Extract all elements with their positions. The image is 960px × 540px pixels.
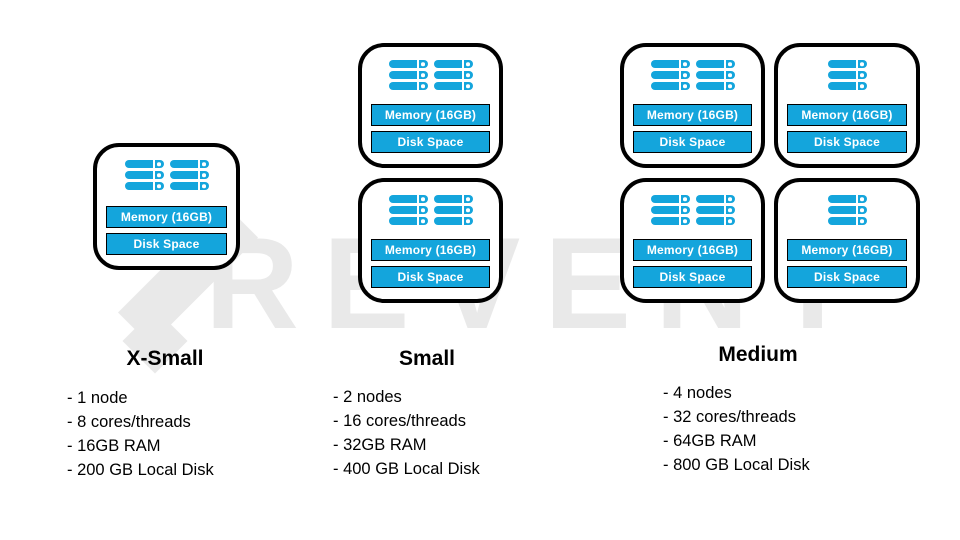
memory-bar: Memory (16GB) <box>787 239 907 261</box>
spec-line: - 16 cores/threads <box>333 412 466 430</box>
server-stack-icon <box>650 195 690 225</box>
spec-line: - 400 GB Local Disk <box>333 460 480 478</box>
server-stack-icon <box>695 195 735 225</box>
node-box-medium-2: Memory (16GB) Disk Space <box>774 43 920 168</box>
spec-line: - 32GB RAM <box>333 436 427 454</box>
node-box-medium-4: Memory (16GB) Disk Space <box>774 178 920 303</box>
server-stack-icon <box>433 60 473 90</box>
disk-space-bar: Disk Space <box>106 233 227 255</box>
server-stack-icon <box>433 195 473 225</box>
spec-line: - 32 cores/threads <box>663 408 796 426</box>
spec-line: - 2 nodes <box>333 388 402 406</box>
disk-space-bar: Disk Space <box>787 266 907 288</box>
spec-list-small: - 2 nodes - 16 cores/threads - 32GB RAM … <box>333 385 480 481</box>
group-title-xsmall: X-Small <box>126 347 204 370</box>
server-stack-icon <box>388 195 428 225</box>
memory-bar: Memory (16GB) <box>787 104 907 126</box>
server-stack-icon <box>827 195 867 225</box>
node-box-small-2: Memory (16GB) Disk Space <box>358 178 503 303</box>
server-stack-icon <box>650 60 735 90</box>
server-stack-icon <box>388 60 428 90</box>
server-stack-icon <box>650 60 690 90</box>
server-stack-icon <box>827 60 867 90</box>
server-stack-icon <box>650 195 735 225</box>
spec-line: - 4 nodes <box>663 384 732 402</box>
disk-space-bar: Disk Space <box>371 266 490 288</box>
memory-bar: Memory (16GB) <box>371 104 490 126</box>
disk-space-bar: Disk Space <box>371 131 490 153</box>
spec-list-medium: - 4 nodes - 32 cores/threads - 64GB RAM … <box>663 381 810 477</box>
disk-space-bar: Disk Space <box>633 131 752 153</box>
node-box-medium-3: Memory (16GB) Disk Space <box>620 178 765 303</box>
group-title-small: Small <box>398 347 456 370</box>
spec-line: - 16GB RAM <box>67 437 161 455</box>
server-stack-icon <box>388 60 473 90</box>
spec-line: - 1 node <box>67 389 128 407</box>
server-stack-icon <box>169 160 209 190</box>
server-stack-icon <box>388 195 473 225</box>
server-stack-icon <box>124 160 209 190</box>
spec-line: - 800 GB Local Disk <box>663 456 810 474</box>
spec-line: - 200 GB Local Disk <box>67 461 214 479</box>
server-stack-icon <box>124 160 164 190</box>
memory-bar: Memory (16GB) <box>633 104 752 126</box>
node-box-small-1: Memory (16GB) Disk Space <box>358 43 503 168</box>
server-stack-icon <box>827 195 867 225</box>
spec-line: - 64GB RAM <box>663 432 757 450</box>
group-title-medium: Medium <box>718 343 798 366</box>
server-stack-icon <box>695 60 735 90</box>
memory-bar: Memory (16GB) <box>633 239 752 261</box>
disk-space-bar: Disk Space <box>633 266 752 288</box>
node-box-xsmall: Memory (16GB) Disk Space <box>93 143 240 270</box>
spec-line: - 8 cores/threads <box>67 413 191 431</box>
server-stack-icon <box>827 60 867 90</box>
memory-bar: Memory (16GB) <box>106 206 227 228</box>
spec-list-xsmall: - 1 node - 8 cores/threads - 16GB RAM - … <box>67 386 214 482</box>
disk-space-bar: Disk Space <box>787 131 907 153</box>
node-box-medium-1: Memory (16GB) Disk Space <box>620 43 765 168</box>
memory-bar: Memory (16GB) <box>371 239 490 261</box>
